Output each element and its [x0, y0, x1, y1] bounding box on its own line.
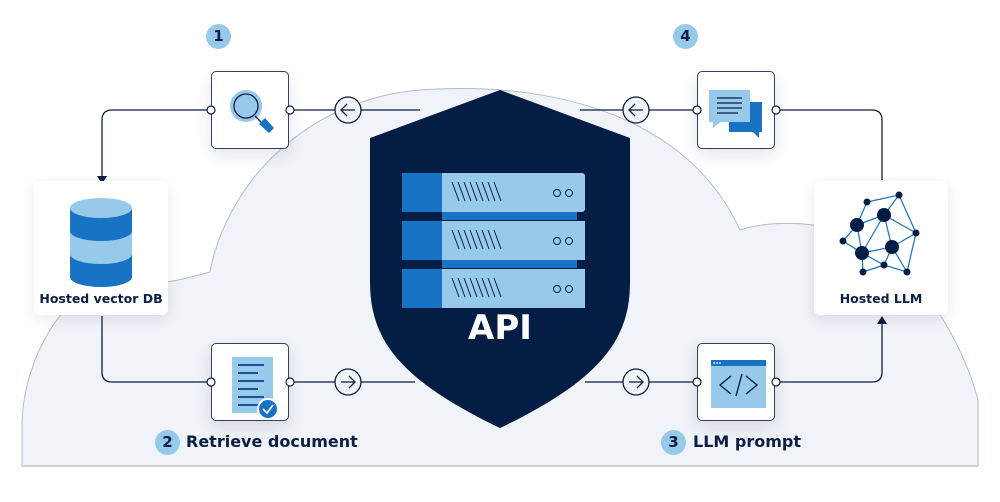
database-icon — [70, 198, 132, 287]
chat-bubbles-icon — [709, 90, 762, 138]
server-rack-icon — [402, 173, 585, 308]
step-1-badge: 1 — [206, 24, 231, 49]
code-window-icon — [711, 360, 766, 408]
hosted-llm-label: Hosted LLM — [839, 291, 923, 306]
hosted-llm-card[interactable]: Hosted LLM — [814, 181, 948, 315]
search-icon — [230, 90, 274, 133]
connector-prompt-to-llm — [778, 322, 883, 383]
server-unit — [402, 221, 585, 268]
connector-db-to-retrieve — [101, 316, 210, 383]
retrieve-document-node[interactable] — [211, 343, 289, 421]
direction-left-icon — [622, 96, 650, 124]
direction-right-icon — [622, 368, 650, 396]
direction-left-icon — [334, 96, 362, 124]
direction-right-icon — [334, 368, 362, 396]
hosted-vector-db-label: Hosted vector DB — [39, 291, 163, 306]
hosted-vector-db-card[interactable]: Hosted vector DB — [34, 181, 168, 315]
step-2-badge: 2 — [155, 430, 180, 455]
step-2-label: Retrieve document — [186, 432, 358, 451]
api-label: API — [468, 308, 532, 348]
neural-network-icon — [839, 191, 920, 276]
server-unit — [402, 173, 585, 220]
search-node[interactable] — [211, 71, 289, 149]
llm-prompt-node[interactable] — [697, 343, 775, 421]
connector-search-to-db — [101, 109, 210, 178]
step-3-badge: 3 — [661, 430, 686, 455]
arrowhead-up-icon — [877, 316, 887, 324]
checkmark-icon — [257, 398, 279, 420]
arrowhead-down-icon — [97, 176, 107, 184]
step-4-badge: 4 — [673, 24, 698, 49]
server-unit — [402, 269, 585, 308]
verified-document-icon — [232, 357, 279, 420]
connector-chat-to-llm — [778, 109, 883, 180]
step-3-label: LLM prompt — [693, 432, 801, 451]
chat-response-node[interactable] — [697, 71, 775, 149]
